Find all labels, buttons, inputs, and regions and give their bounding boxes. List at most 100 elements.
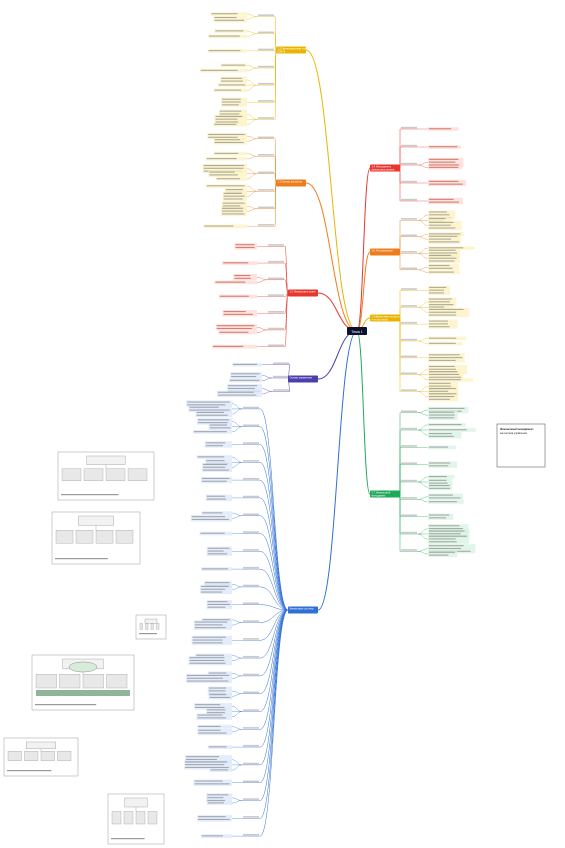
sub-node-text: [243, 460, 259, 462]
leaf-node[interactable]: [428, 461, 458, 468]
leaf-text-line: [198, 725, 221, 727]
leaf-node[interactable]: [428, 513, 454, 520]
leaf-text-line: [429, 218, 446, 220]
central-topic[interactable]: Тема 1: [347, 327, 367, 335]
leaf-text-line: [205, 445, 224, 447]
diagram-thumbnail[interactable]: [135, 614, 167, 640]
leaf-node[interactable]: [190, 515, 232, 522]
leaf-node[interactable]: [196, 713, 232, 720]
sub-connector: [259, 568, 289, 611]
leaf-node[interactable]: [224, 188, 247, 195]
leaf-connector: [246, 156, 258, 160]
leaf-node[interactable]: [195, 410, 232, 418]
leaf-node[interactable]: [207, 132, 247, 140]
leaf-node[interactable]: [428, 263, 459, 271]
leaf-node[interactable]: [230, 372, 262, 379]
leaf-connector: [231, 586, 243, 590]
leaf-node[interactable]: [220, 76, 247, 84]
leaf-node[interactable]: [193, 779, 232, 786]
leaf-node[interactable]: [205, 708, 232, 715]
leaf-node[interactable]: [208, 170, 247, 177]
sub-node-text: [401, 462, 417, 465]
leaf-text-line: [189, 662, 226, 664]
diagram-thumbnail[interactable]: [3, 737, 79, 777]
leaf-connector: [231, 456, 243, 463]
leaf-connector: [256, 279, 268, 283]
sub-node-text: [401, 445, 417, 447]
branch-hub-b2[interactable]: 1.1.Основы финансов: [276, 179, 306, 187]
leaf-node[interactable]: [194, 703, 232, 710]
leaf-node[interactable]: [428, 217, 452, 224]
leaf-node[interactable]: [428, 478, 453, 486]
leaf-node[interactable]: [428, 406, 469, 414]
leaf-node[interactable]: [213, 15, 247, 23]
leaf-node[interactable]: [215, 324, 257, 331]
leaf-text-line: [206, 498, 227, 500]
leaf-connector: [417, 429, 429, 436]
sub-connector: [274, 49, 277, 120]
branch-hub-b7[interactable]: 1.6. Регулирование: [370, 248, 400, 256]
leaf-node[interactable]: [213, 138, 247, 145]
branch-hub-label-line2: и их источники: [372, 319, 389, 322]
sub-node-text: [258, 48, 274, 51]
leaf-node[interactable]: [428, 197, 463, 205]
leaf-node[interactable]: [201, 476, 232, 484]
branch-hub-b4[interactable]: Основы управления: [288, 375, 318, 383]
leaf-text-line: [203, 463, 228, 465]
leaf-node[interactable]: [428, 432, 462, 439]
leaf-connector: [417, 214, 429, 221]
leaf-text-line: [228, 387, 255, 390]
leaf-node[interactable]: [222, 310, 257, 317]
leaf-node[interactable]: [208, 693, 232, 700]
leaf-connector: [417, 338, 429, 342]
leaf-text-line: [429, 158, 459, 160]
sub-node-text: [401, 372, 417, 375]
leaf-connector: [417, 481, 429, 488]
leaf-connector: [231, 706, 243, 712]
leaf-text-line: [185, 764, 225, 766]
leaf-text-line: [214, 19, 245, 21]
leaf-node[interactable]: [428, 493, 464, 500]
sub-node-text: [401, 531, 417, 534]
diagram-thumbnail[interactable]: [107, 793, 165, 845]
leaf-text-line: [189, 406, 219, 408]
leaf-text-line: [215, 115, 243, 117]
leaf-text-line: [192, 642, 223, 644]
branch-hub-label: 1.3.Финансовые ресурсы: [372, 316, 400, 319]
sub-node-text: [401, 288, 417, 290]
leaf-text-line: [429, 306, 445, 308]
leaf-node[interactable]: [204, 441, 232, 448]
leaf-node[interactable]: [233, 273, 257, 281]
leaf-node[interactable]: [188, 405, 232, 413]
leaf-node[interactable]: [196, 418, 232, 425]
leaf-node[interactable]: [428, 550, 458, 558]
leaf-node[interactable]: [428, 179, 466, 187]
leaf-node[interactable]: [205, 494, 232, 502]
branch-hub-b3[interactable]: 1.5. Финансовые рынки: [288, 289, 318, 297]
branch-hub-b5[interactable]: Финансовые системы: [288, 606, 318, 614]
leaf-node[interactable]: [186, 400, 232, 407]
leaf-text-line: [219, 331, 249, 333]
sub-node-text: [273, 362, 289, 365]
leaf-text-line: [218, 84, 246, 86]
leaf-node[interactable]: [234, 243, 257, 250]
leaf-text-line: [221, 210, 244, 212]
leaf-node[interactable]: [208, 423, 232, 430]
diagram-thumbnail[interactable]: [51, 511, 141, 565]
leaf-node[interactable]: [428, 484, 453, 491]
sub-node-text: [401, 126, 417, 129]
leaf-node[interactable]: [205, 459, 232, 466]
leaf-text-line: [429, 393, 457, 395]
leaf-node[interactable]: [197, 815, 232, 822]
leaf-node[interactable]: [197, 728, 232, 736]
leaf-text-line: [197, 456, 225, 458]
leaf-node[interactable]: [204, 581, 232, 588]
leaf-node[interactable]: [216, 390, 262, 398]
leaf-text-line: [202, 480, 227, 482]
diagram-thumbnail[interactable]: [57, 451, 155, 501]
leaf-text-line: [429, 365, 455, 368]
